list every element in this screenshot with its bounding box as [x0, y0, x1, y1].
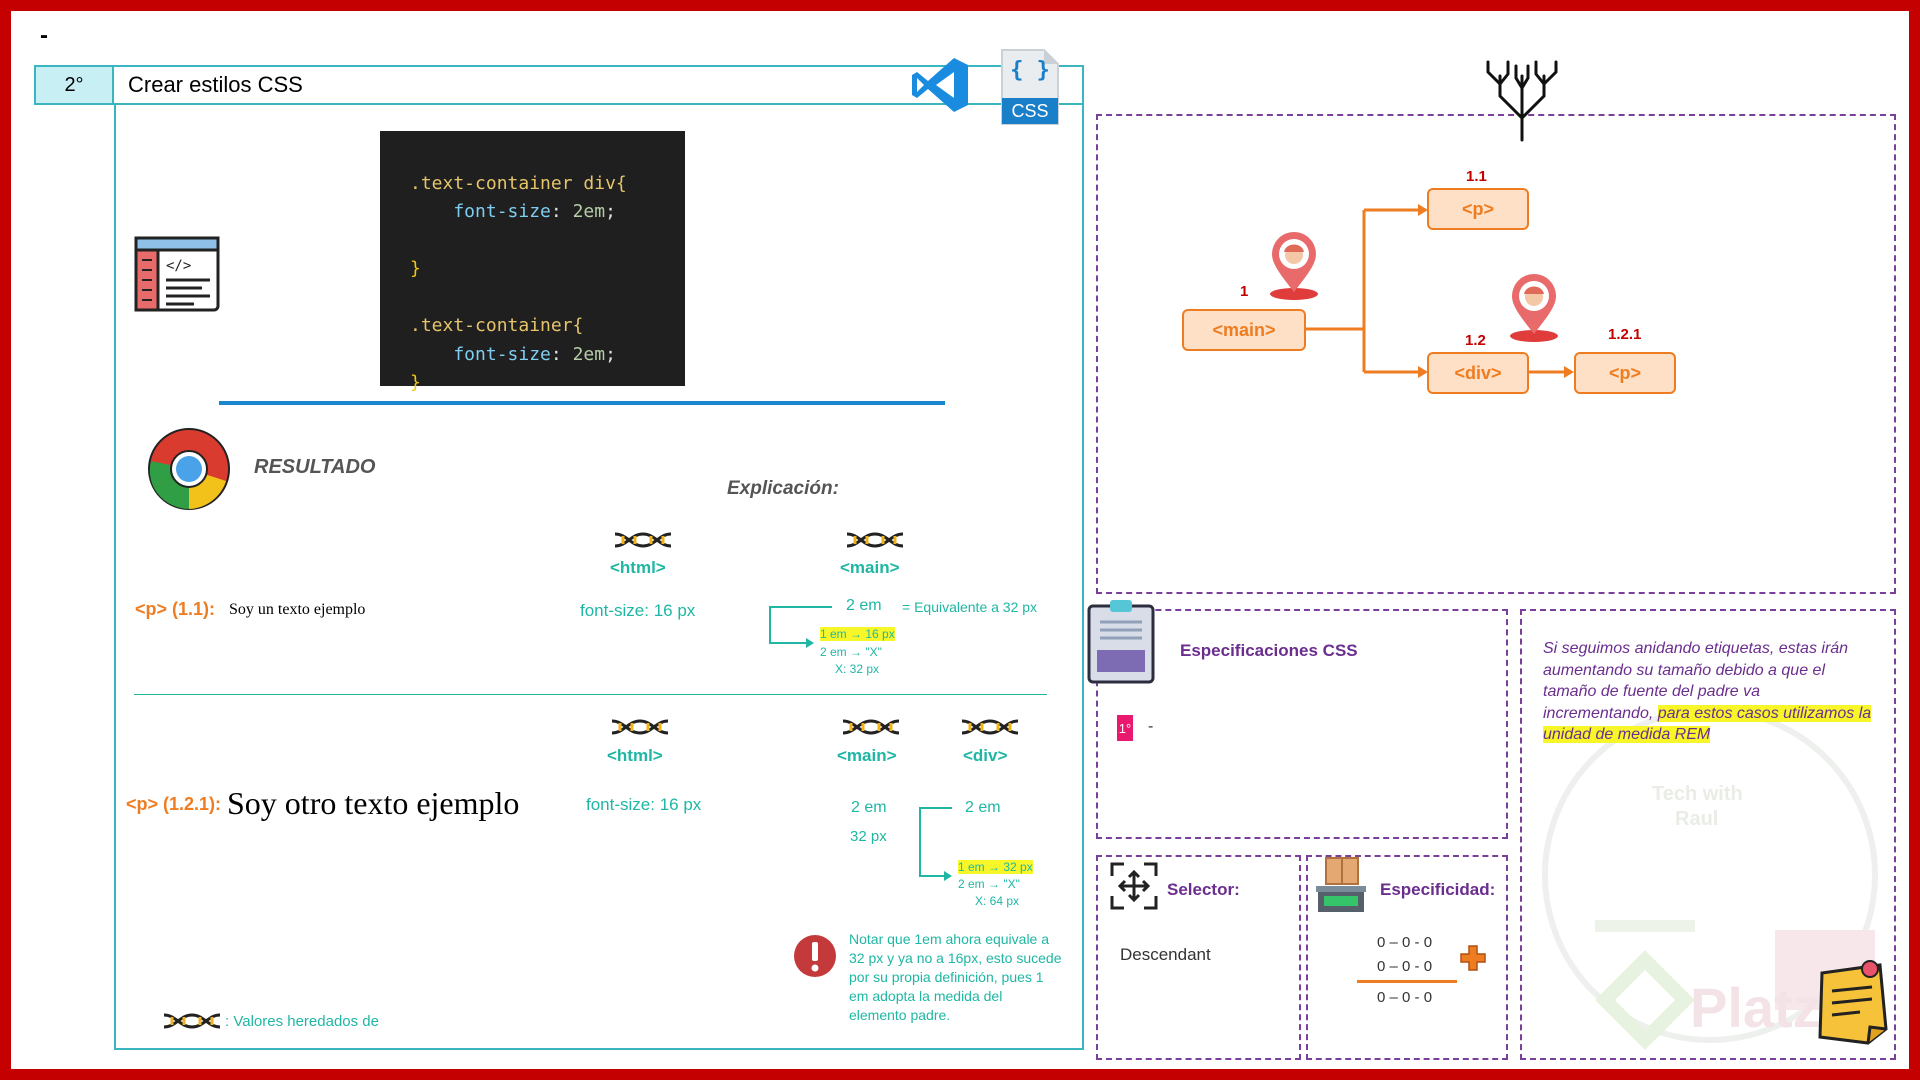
row2-main-em: 2 em — [851, 799, 887, 816]
row2-div-tag: <div> — [963, 746, 1008, 765]
css-braces: { } — [1010, 58, 1050, 83]
dna-icon — [613, 532, 673, 548]
node-p1: <p> — [1427, 188, 1529, 230]
corner-dash: - — [40, 22, 48, 49]
code-window-icon: </> — [134, 236, 220, 312]
specificity-panel — [1306, 855, 1508, 1060]
focus-move-icon — [1110, 862, 1158, 910]
specs-title: Especificaciones CSS — [1180, 641, 1358, 660]
row2-html-tag: <html> — [607, 746, 663, 765]
row2-main-tag: <main> — [837, 746, 897, 765]
slide-frame — [11, 11, 1909, 1069]
specificity-label: Especificidad: — [1380, 880, 1496, 899]
specs-badge: 1° — [1117, 715, 1133, 741]
code-line — [410, 284, 685, 313]
dna-icon — [610, 719, 670, 735]
specs-dash: - — [1148, 718, 1154, 735]
row1-main-tag: <main> — [840, 558, 900, 577]
code-line: .text-container div{ — [410, 172, 627, 194]
watermark-line2: Raul — [1675, 808, 1719, 830]
node-div-number: 1.2 — [1465, 332, 1486, 349]
node-div: <div> — [1427, 352, 1529, 394]
clipboard-icon — [1087, 600, 1155, 684]
legend-text: : Valores heredados de — [225, 1013, 379, 1030]
row2-sample-text: Soy otro texto ejemplo — [227, 785, 520, 821]
selector-label: Selector: — [1167, 880, 1240, 899]
scale-package-icon — [1316, 857, 1366, 912]
explanation-label: Explicación: — [727, 478, 839, 499]
css-file-icon: { } CSS — [1000, 48, 1060, 126]
row2-html-font: font-size: 16 px — [586, 795, 702, 814]
location-pin-avatar-icon — [1270, 232, 1318, 300]
side-note-panel — [1520, 609, 1896, 1060]
code-line: font-size: 2em; — [410, 201, 616, 222]
watermark-brand: Platzi — [1690, 976, 1837, 1039]
row2-calc3: X: 64 px — [975, 894, 1020, 908]
warning-icon — [794, 935, 836, 977]
tree-connectors — [1305, 204, 1574, 378]
dna-icon — [845, 532, 905, 548]
blue-divider — [219, 401, 945, 405]
row1-calc3: X: 32 px — [835, 662, 880, 676]
code-line — [410, 227, 685, 256]
node-main-number: 1 — [1240, 283, 1249, 300]
node-p1-number: 1.1 — [1466, 168, 1487, 185]
row1-em-value: 2 em — [846, 597, 882, 614]
row1-equivalent: = Equivalente a 32 px — [902, 599, 1038, 615]
node-p2-number: 1.2.1 — [1608, 326, 1642, 343]
row1-html-font: font-size: 16 px — [580, 601, 696, 620]
code-block: .text-container div{ font-size: 2em; } .… — [380, 131, 685, 393]
row2-main-px: 32 px — [850, 828, 887, 845]
row2-calc1: 1 em → 32 px — [958, 860, 1033, 874]
row2-calc2: 2 em → "X" — [958, 877, 1020, 891]
row1-html-tag: <html> — [610, 558, 666, 577]
watermark-line1: Tech with — [1652, 783, 1743, 805]
vscode-icon — [912, 58, 968, 112]
specificity-result: 0 – 0 - 0 — [1377, 989, 1433, 1006]
step-title: Crear estilos CSS — [114, 65, 1084, 105]
row1-sample-text: Soy un texto ejemplo — [229, 601, 366, 618]
sticky-note-icon — [1818, 960, 1888, 1045]
result-label: RESULTADO — [254, 456, 376, 478]
selector-panel — [1096, 855, 1301, 1060]
chrome-icon — [148, 428, 230, 510]
row2-p-tag: <p> (1.2.1): — [126, 794, 222, 814]
code-line: } — [410, 258, 421, 279]
row1-arrow — [769, 606, 832, 648]
code-line: } — [410, 372, 421, 393]
specs-panel — [1096, 609, 1508, 839]
row2-arrow — [919, 807, 952, 881]
location-pin-avatar-icon — [1510, 274, 1558, 342]
tree-icon — [1486, 60, 1558, 142]
sum-line — [1357, 980, 1457, 983]
main-panel — [114, 105, 1084, 1050]
row1-calc2: 2 em → "X" — [820, 645, 882, 659]
node-main: <main> — [1182, 309, 1306, 351]
dna-icon — [960, 719, 1020, 735]
row1-calc1: 1 em → 16 px — [820, 627, 895, 641]
plus-icon — [1460, 945, 1486, 971]
row-divider — [134, 694, 1047, 695]
selector-value: Descendant — [1120, 945, 1211, 964]
svg-text:</>: </> — [166, 258, 191, 274]
node-p2: <p> — [1574, 352, 1676, 394]
step-number: 2° — [34, 65, 114, 105]
row2-div-em: 2 em — [965, 799, 1001, 816]
side-note-text: Si seguimos anidando etiquetas, estas ir… — [1543, 640, 1872, 743]
code-line: .text-container{ — [410, 315, 584, 336]
code-line: font-size: 2em; — [410, 343, 616, 365]
specificity-row1: 0 – 0 - 0 — [1377, 934, 1433, 951]
specificity-row2: 0 – 0 - 0 — [1377, 958, 1433, 975]
dna-icon — [841, 719, 901, 735]
row1-p-tag: <p> (1.1): — [135, 599, 216, 619]
tree-panel — [1096, 114, 1896, 594]
css-label: CSS — [1011, 101, 1049, 121]
dna-icon — [162, 1013, 222, 1029]
